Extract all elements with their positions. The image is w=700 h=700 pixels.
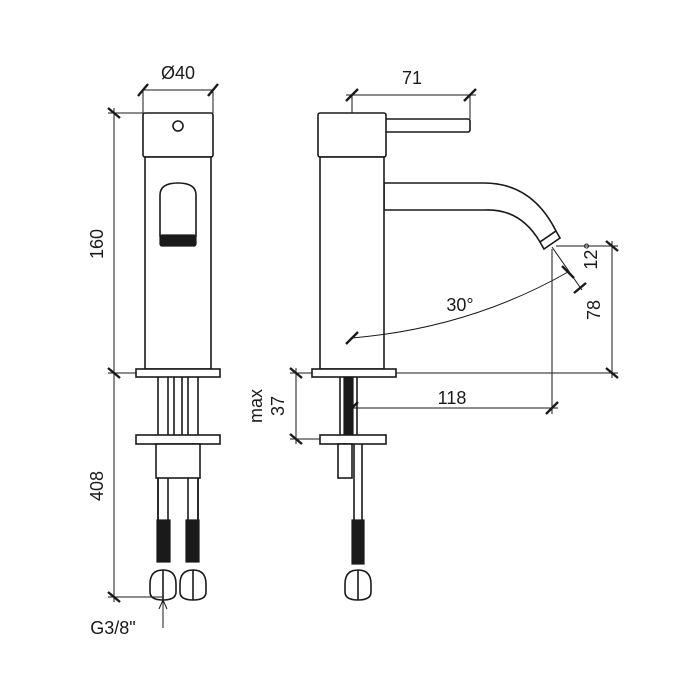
front-fixing-plate: [135, 434, 221, 445]
body-height-label: 160: [87, 229, 107, 259]
thread-leader-arrow-a: [158, 599, 164, 610]
thread-label: G3/8": [90, 618, 135, 638]
front-fixing-nut: [155, 443, 201, 479]
side-head-cap: [317, 112, 387, 158]
spout-reach-tick-right: [545, 401, 559, 415]
front-view: [135, 112, 221, 601]
side-fixing-nut: [337, 443, 353, 479]
side-body: [319, 156, 385, 370]
side-view: [311, 112, 562, 601]
front-braid-right: [185, 519, 200, 563]
max-thickness-tick-top: [289, 367, 303, 379]
spout-reach-tick-left: [345, 401, 359, 415]
spout-height-tick-top: [605, 240, 619, 252]
side-braid: [351, 519, 365, 565]
front-base-plate: [135, 368, 221, 378]
hose-length-label: 408: [87, 471, 107, 501]
diameter-tick-left: [137, 83, 149, 97]
tilt-tick: [573, 282, 587, 294]
handle-lever: [383, 118, 471, 133]
side-dimensions: 71 30° 12° 78 118 max 37: [246, 68, 619, 445]
side-fixing-plate: [319, 434, 387, 445]
tilt-angle-label: 12°: [581, 242, 601, 269]
swivel-angle-arc: [351, 271, 569, 339]
swivel-angle-label: 30°: [446, 295, 473, 315]
swivel-arc-tick-left: [345, 331, 359, 345]
max-thickness-label-value: 37: [268, 396, 288, 416]
threaded-rod: [343, 376, 354, 436]
diameter-label: Ø40: [161, 63, 195, 83]
front-head-cap: [142, 112, 214, 158]
spout-outlet-recess: [159, 182, 197, 237]
tilt-ref-line: [551, 246, 583, 291]
thread-leader-arrow-b: [162, 599, 168, 610]
lever-hole: [172, 120, 184, 132]
spout-height-tick-bottom: [605, 367, 619, 379]
spout-offset-tick-right: [463, 88, 477, 102]
aerator: [159, 234, 197, 247]
spout-offset-label: 71: [402, 68, 422, 88]
diameter-tick-right: [207, 83, 219, 97]
hose-length-tick-bottom: [107, 591, 121, 603]
spout-height-label: 78: [584, 300, 604, 320]
body-height-tick-top: [107, 107, 121, 119]
max-thickness-label-max: max: [246, 389, 266, 423]
front-braid-left: [156, 519, 171, 563]
max-thickness-tick-bottom: [289, 433, 303, 445]
spout-tip: [538, 229, 562, 251]
spout-offset-tick-left: [345, 88, 359, 102]
spout: [383, 182, 558, 244]
front-dimensions: Ø40 160 408 G3/8": [87, 63, 219, 638]
spout-reach-label: 118: [438, 388, 467, 408]
side-base-plate: [311, 368, 397, 378]
